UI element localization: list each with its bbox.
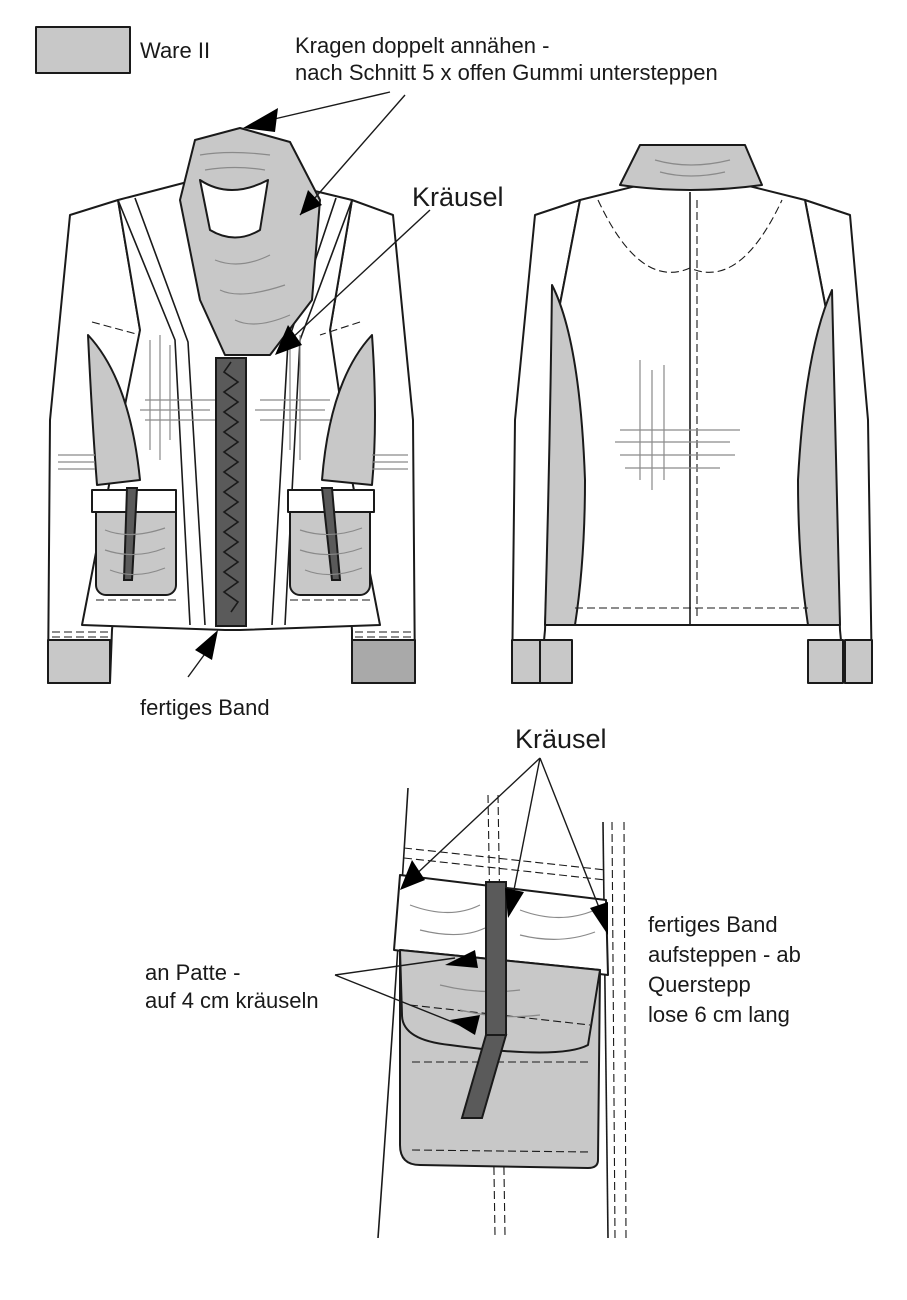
- back-right-side-panel: [797, 289, 841, 626]
- front-right-cuff: [351, 639, 416, 684]
- annotations: Kragen doppelt annähen - nach Schnitt 5 …: [140, 33, 801, 1027]
- arrow-detail-right: [590, 902, 608, 935]
- front-zipper-teeth: [222, 361, 240, 613]
- arrow-collar-mid: [300, 190, 322, 215]
- arrow-collar-top: [243, 108, 278, 132]
- front-right-pocket: [287, 487, 375, 596]
- detail-left-edge: [377, 787, 409, 1239]
- annotation-fertiges-band: fertiges Band: [140, 695, 270, 720]
- back-body: [554, 184, 831, 626]
- legend-label: Ware II: [140, 38, 210, 63]
- back-left-cuff-inner: [539, 639, 573, 684]
- arrow-patte-top: [445, 950, 478, 968]
- leader-lines: [187, 91, 608, 1035]
- back-right-cuff: [807, 639, 844, 684]
- annotation-patte-line1: an Patte -: [145, 960, 240, 985]
- annotation-band-line4: lose 6 cm lang: [648, 1002, 790, 1027]
- annotation-collar-line2: nach Schnitt 5 x offen Gummi untersteppe…: [295, 60, 718, 85]
- front-view: [47, 127, 416, 684]
- annotation-kraeusel-detail: Kräusel: [515, 724, 607, 754]
- back-view: [511, 144, 873, 684]
- annotation-kraeusel-top: Kräusel: [412, 182, 504, 212]
- arrow-kraeusel-top: [275, 325, 302, 355]
- detail-right-edge: [602, 821, 609, 1239]
- arrow-fertiges-band: [195, 630, 218, 660]
- front-zipper-band: [215, 357, 247, 627]
- back-right-cuff-outer: [844, 639, 873, 684]
- legend-swatch: [35, 26, 131, 74]
- front-left-placket: [117, 197, 206, 626]
- back-left-side-panel: [544, 284, 586, 626]
- front-left-cuff: [47, 639, 111, 684]
- detail-zip-band: [485, 881, 507, 1036]
- front-left-pocket: [91, 487, 177, 596]
- back-left-cuff: [511, 639, 541, 684]
- front-right-side-panel: [321, 334, 376, 486]
- annotation-patte-line2: auf 4 cm kräuseln: [145, 988, 319, 1013]
- legend: Ware II: [35, 26, 210, 74]
- annotation-band-line3: Querstepp: [648, 972, 751, 997]
- annotation-collar-line1: Kragen doppelt annähen -: [295, 33, 549, 58]
- detail-view: [377, 787, 627, 1239]
- back-collar: [619, 144, 763, 191]
- detail-loose-band: [460, 1034, 508, 1119]
- arrow-patte-bottom: [450, 1015, 480, 1035]
- front-collar: [179, 127, 321, 356]
- annotation-band-line2: aufsteppen - ab: [648, 942, 801, 967]
- arrow-detail-mid: [505, 888, 524, 918]
- front-left-side-panel: [87, 334, 141, 486]
- front-neckline: [199, 179, 269, 239]
- arrow-detail-left: [400, 860, 425, 890]
- annotation-band-line1: fertiges Band: [648, 912, 778, 937]
